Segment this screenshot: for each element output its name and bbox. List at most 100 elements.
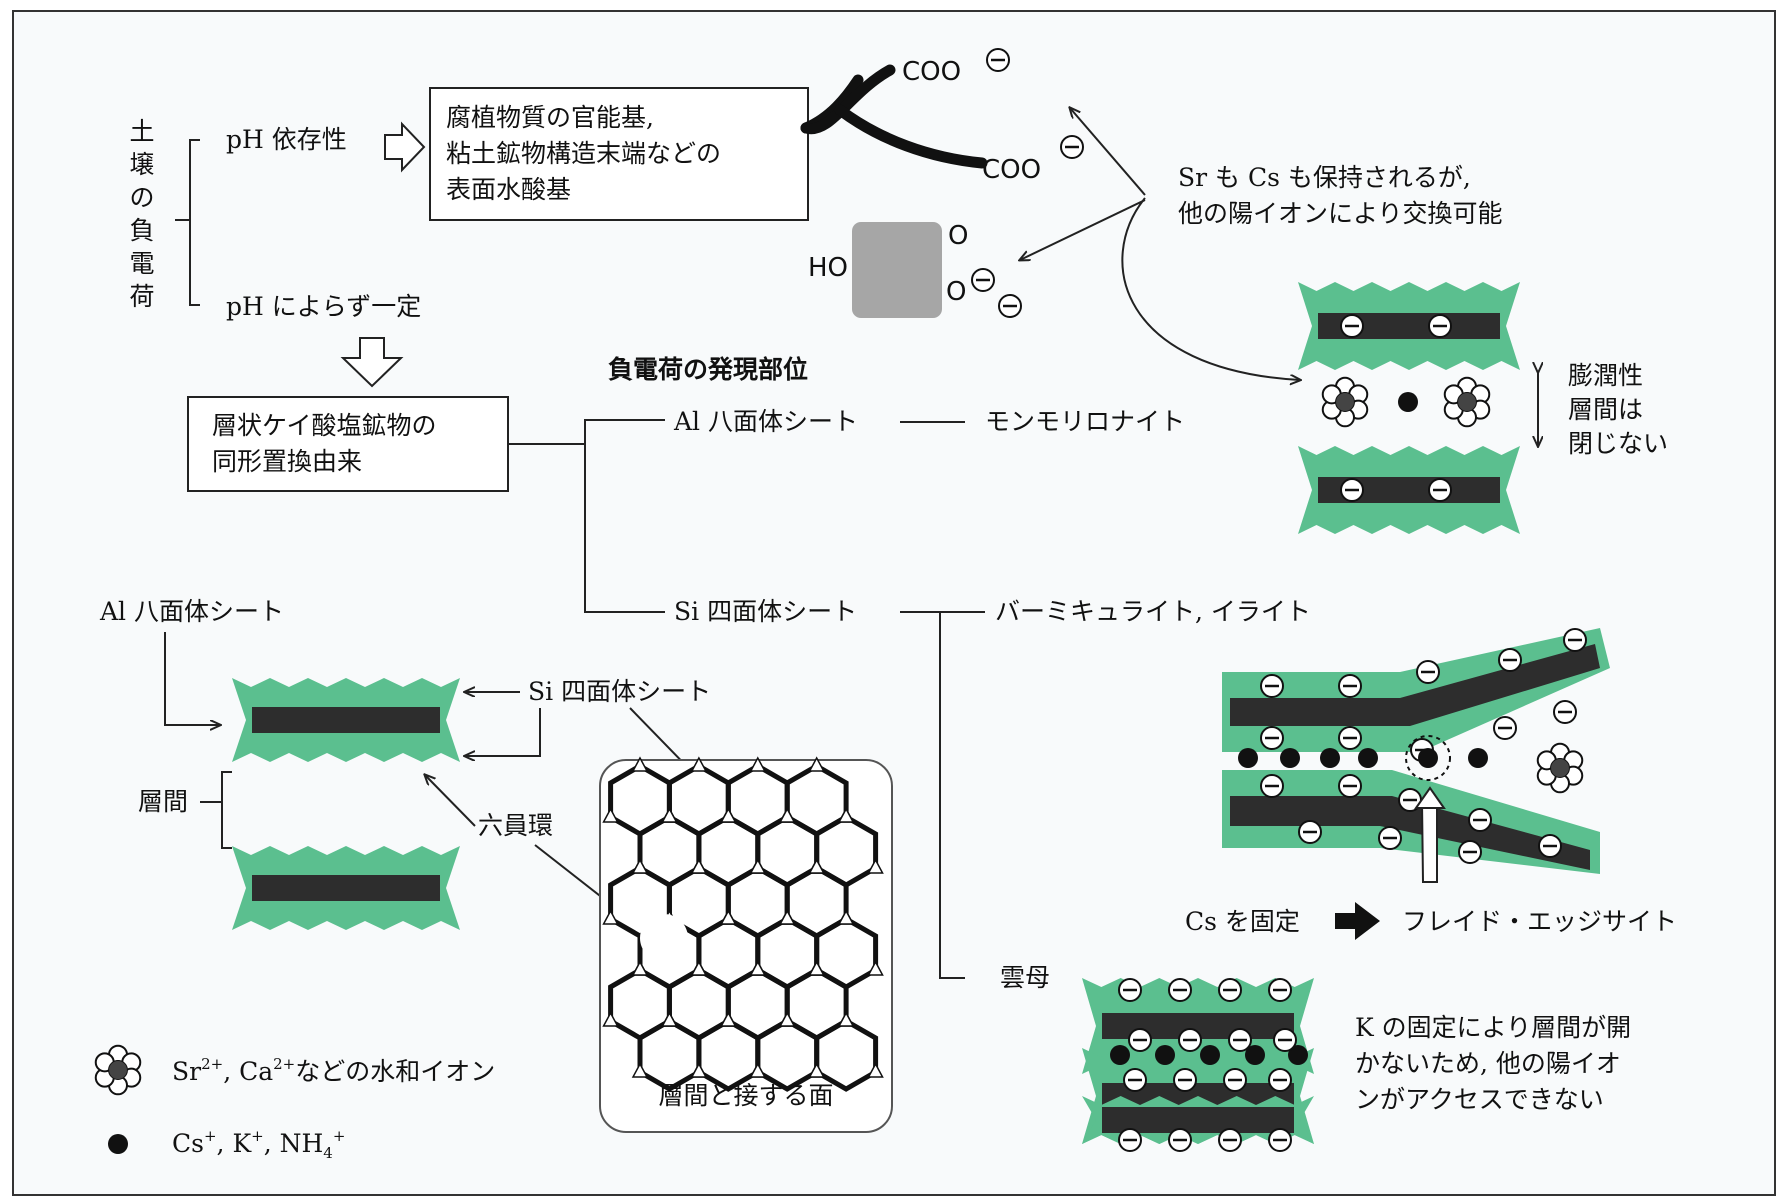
minus-icon <box>1260 674 1284 698</box>
frayed-edge-site-ring <box>1405 735 1451 781</box>
minus-icon <box>971 268 995 292</box>
minus-icon <box>1218 978 1242 1002</box>
coo-label-2: COO <box>982 155 1041 185</box>
cation-dot-icon <box>1110 1045 1130 1065</box>
hex-caption: 層間と接する面 <box>658 1081 833 1110</box>
minus-icon <box>1268 978 1292 1002</box>
montmorillonite-bottom-layer <box>1298 446 1520 534</box>
cation-dot-icon <box>1280 748 1300 768</box>
minus-icon <box>998 294 1022 318</box>
minus-icon <box>1173 1068 1197 1092</box>
minus-icon <box>1498 648 1522 672</box>
arrow-to-oxygen <box>1020 199 1146 260</box>
surface-group-box <box>429 87 809 221</box>
minus-icon <box>1223 1068 1247 1092</box>
minus-icon <box>1340 314 1364 338</box>
al-octahedral-label: Al 八面体シート <box>673 407 858 436</box>
ho-label: HO <box>808 253 848 283</box>
minus-icon <box>1268 1068 1292 1092</box>
hydrated-ion-icon <box>94 1044 142 1096</box>
six-ring-label: 六員環 <box>478 811 553 840</box>
cation-dot-icon <box>1288 1045 1308 1065</box>
coo-label-1: COO <box>902 57 961 87</box>
minus-icon <box>1123 1068 1147 1092</box>
cation-dot-icon <box>1245 1045 1265 1065</box>
carboxyl-structure: COO COO <box>800 57 1041 185</box>
tree-line-si <box>584 444 665 613</box>
legend-hydrated: Sr2+, Ca2+などの水和イオン <box>172 1055 495 1086</box>
hydrated-ion-icon <box>1443 376 1491 428</box>
minus-icon <box>1416 660 1440 684</box>
minus-icon <box>1260 726 1284 750</box>
svg-text:土壌の負電荷: 土壌の負電荷 <box>129 117 154 311</box>
cs-fix-label: Cs を固定 <box>1185 907 1300 936</box>
minus-icon <box>1428 478 1452 502</box>
minus-icon <box>1340 478 1364 502</box>
vermiculite-illite-label: バーミキュライト, イライト <box>995 597 1311 626</box>
minus-icon <box>1458 840 1482 864</box>
site-title: 負電荷の発現部位 <box>608 355 808 384</box>
k-note-1: K の固定により層間が開 <box>1355 1013 1631 1042</box>
mica-bottom-layer <box>1082 1096 1314 1144</box>
minus-icon <box>1338 726 1362 750</box>
minus-icon <box>1538 834 1562 858</box>
minus-icon <box>1493 716 1517 740</box>
left-bottom-layer <box>232 846 460 930</box>
minus-icon <box>1378 826 1402 850</box>
isomorphous-line-2: 同形置換由来 <box>212 447 362 476</box>
minus-icon <box>1060 135 1084 159</box>
minus-icon <box>1563 628 1587 652</box>
hollow-arrow-right-icon <box>384 121 426 173</box>
cation-dot-icon <box>1238 748 1258 768</box>
si-tetrahedral-label: Si 四面体シート <box>674 597 857 626</box>
k-note-2: かないため, 他の陽イオ <box>1355 1049 1621 1078</box>
arrow-to-coo <box>1070 108 1146 196</box>
frayed-edge-layers <box>1222 628 1610 874</box>
hydrated-ion-icon <box>1321 376 1369 428</box>
minus-icon <box>1228 1028 1252 1052</box>
minus-icon <box>1118 1128 1142 1152</box>
cation-dot-icon <box>1358 748 1378 768</box>
minus-icon <box>1168 978 1192 1002</box>
minus-icon <box>1218 1128 1242 1152</box>
mineral-edge-block <box>852 222 942 318</box>
o-label-2: O <box>946 277 966 307</box>
tree-line-mica <box>939 612 965 979</box>
cation-dot-icon <box>1418 748 1438 768</box>
six-ring-highlight <box>640 914 688 962</box>
solid-arrow-right-icon <box>1335 902 1380 940</box>
surface-line-3: 表面水酸基 <box>446 175 571 204</box>
cation-dot-icon <box>1155 1045 1175 1065</box>
minus-icon <box>1118 978 1142 1002</box>
hollow-arrow-down-icon <box>340 337 404 388</box>
tree-line-al <box>508 419 665 445</box>
minus-icon <box>1398 788 1422 812</box>
cation-dot-icon <box>1200 1045 1220 1065</box>
legend-cations: Cs+, K+, NH4+ <box>172 1127 345 1162</box>
minus-icon <box>1338 674 1362 698</box>
arrow-to-interlayer <box>1121 197 1300 380</box>
cation-dot-icon <box>1398 392 1418 412</box>
k-note-3: ンがアクセスできない <box>1355 1085 1604 1114</box>
minus-icon <box>1178 1028 1202 1052</box>
ph-dependent-label: pH 依存性 <box>226 125 347 154</box>
minus-icon <box>1338 774 1362 798</box>
left-si-label: Si 四面体シート <box>528 677 711 706</box>
cation-dot-icon <box>108 1134 128 1154</box>
mica-layers <box>1082 978 1314 1152</box>
swelling-line-2: 層間は <box>1568 395 1643 424</box>
interlayer-label: 層間 <box>138 787 188 816</box>
hex-network <box>602 756 884 1092</box>
minus-icon <box>986 48 1010 72</box>
minus-icon <box>1268 1128 1292 1152</box>
isomorphous-line-1: 層状ケイ酸塩鉱物の <box>212 411 437 440</box>
left-al-label: Al 八面体シート <box>99 597 284 626</box>
isomorphous-box <box>187 396 509 492</box>
minus-icon <box>1273 1028 1297 1052</box>
swelling-line-1: 膨潤性 <box>1568 361 1643 390</box>
surface-line-1: 腐植物質の官能基, <box>446 103 654 132</box>
diagram-frame <box>12 10 1776 1196</box>
title-bracket <box>189 139 200 306</box>
minus-icon <box>1428 314 1452 338</box>
